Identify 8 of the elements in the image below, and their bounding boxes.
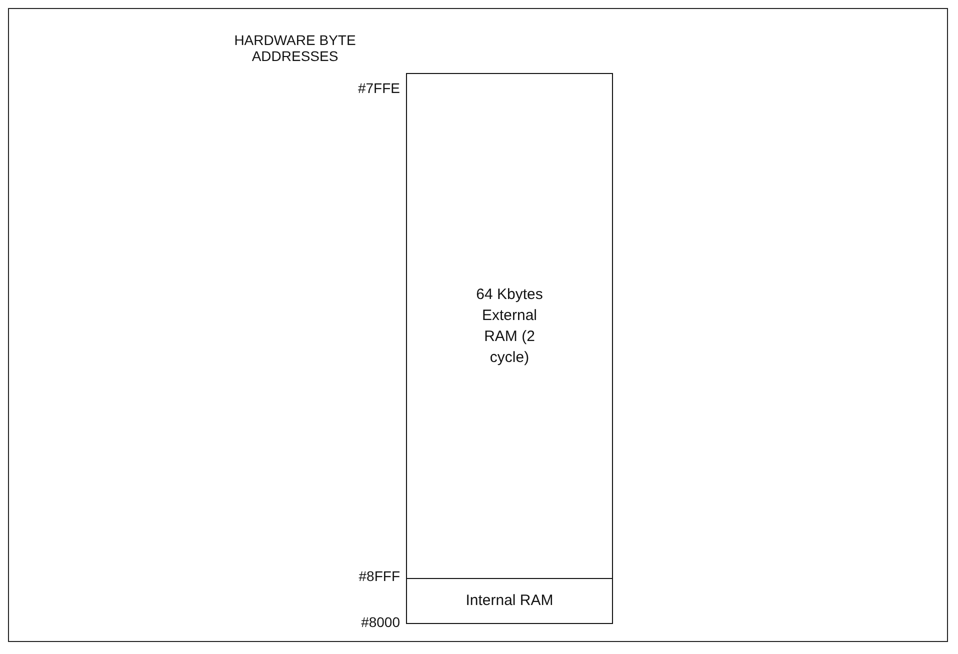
address-label: #8FFF [358, 568, 400, 584]
region-label: 64 Kbytes External RAM (2 cycle) [475, 285, 544, 368]
memory-region-box [406, 577, 613, 624]
address-label: #8000 [360, 614, 400, 630]
address-label: #7FFE [356, 80, 400, 96]
column-heading: HARDWARE BYTE ADDRESSES [233, 32, 357, 64]
memory-region-box [406, 73, 613, 579]
region-label: Internal RAM [466, 590, 554, 610]
